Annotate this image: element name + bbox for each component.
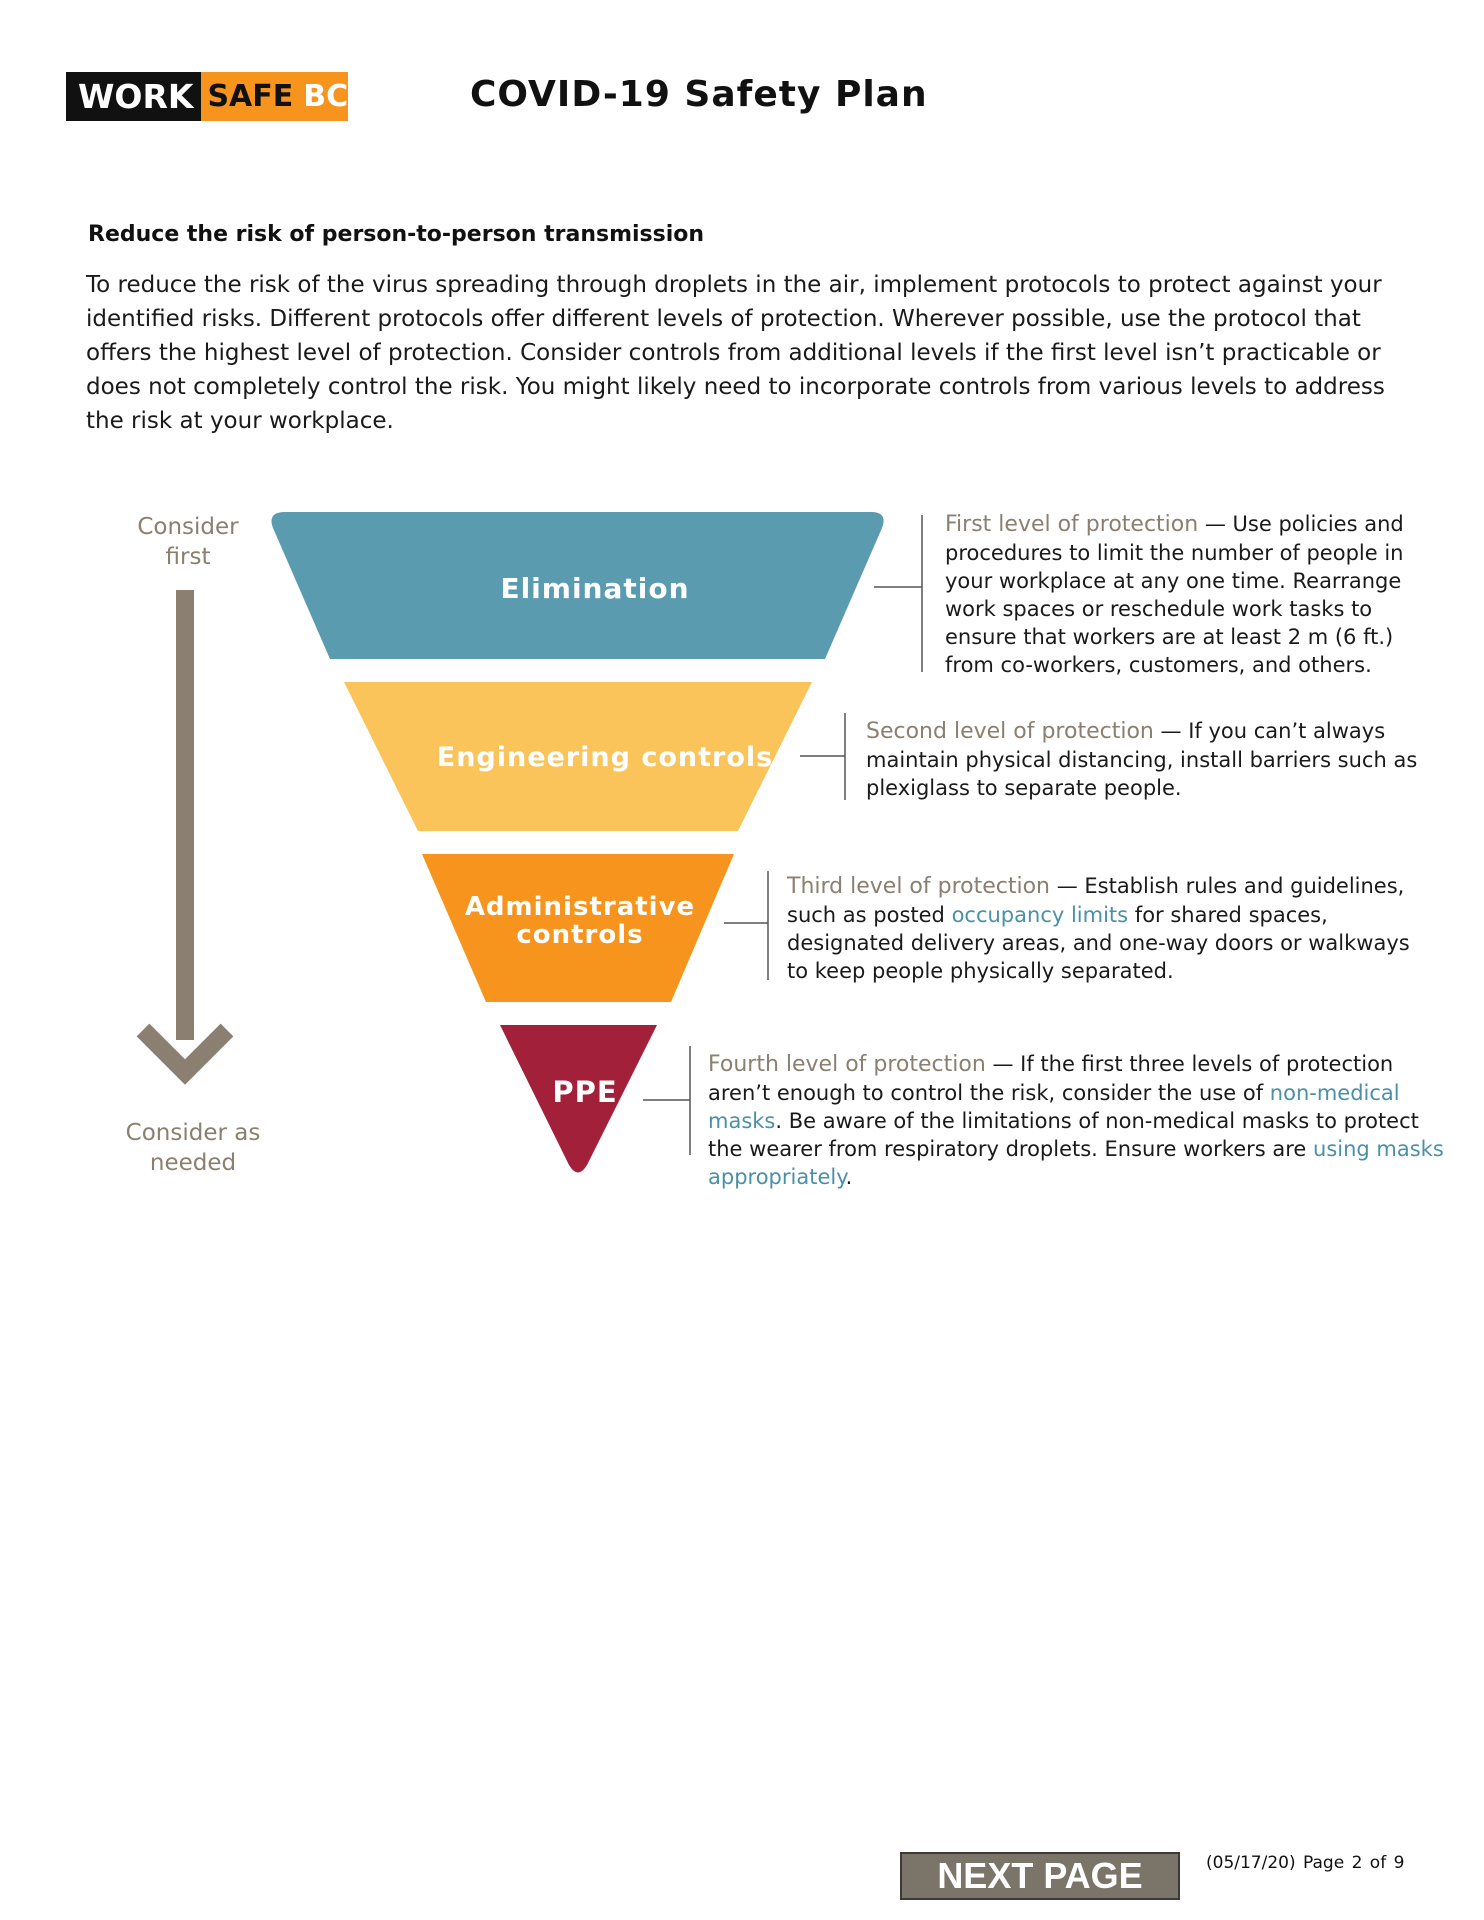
page-info: (05/17/20) Page 2 of 9: [1206, 1853, 1404, 1873]
logo-safebc-block: SAFE BC: [201, 72, 349, 121]
tier-administrative-label: Administrative controls: [464, 892, 696, 950]
first-level-text: Use policies and procedures to limit the…: [945, 512, 1404, 677]
fourth-level-text: If the first three levels of protection …: [708, 1052, 1394, 1105]
fourth-level-heading: Fourth level of protection: [708, 1052, 986, 1077]
third-level-text: Establish rules and guidelines, such as …: [787, 874, 1405, 927]
worksafebc-logo: WORK SAFE BC: [66, 72, 349, 121]
priority-arrow-shaft: [176, 590, 194, 1040]
document-title: COVID-19 Safety Plan: [470, 74, 928, 115]
tier-ppe-label: PPE: [552, 1075, 618, 1109]
fourth-level-description: Fourth level of protection — If the firs…: [708, 1052, 1444, 1189]
revision-date: (05/17/20): [1206, 1853, 1296, 1873]
fourth-level-text-end: .: [845, 1165, 853, 1189]
intro-paragraph: To reduce the risk of the virus spreadin…: [86, 272, 1385, 434]
second-level-text: If you can’t always maintain physical di…: [866, 719, 1418, 800]
third-level-description: Third level of protection — Establish ru…: [787, 874, 1410, 983]
tier-elimination-shape: [271, 512, 884, 659]
consider-first-label: Consider first: [137, 514, 239, 570]
page-number: Page 2 of 9: [1303, 1853, 1405, 1873]
second-level-description: Second level of protection — If you can’…: [866, 719, 1418, 800]
tier-engineering-shape: [344, 682, 812, 831]
next-page-button[interactable]: NEXT PAGE: [900, 1852, 1180, 1900]
consider-as-needed-label: Consider as needed: [125, 1120, 261, 1176]
logo-safe-text: SAFE: [207, 79, 294, 114]
first-level-heading: First level of protection: [945, 512, 1199, 537]
section-heading: Reduce the risk of person-to-person tran…: [88, 222, 705, 247]
using-masks-appropriately-link[interactable]: using masks appropriately: [708, 1137, 1444, 1189]
tier-elimination-label: Elimination: [500, 572, 690, 605]
non-medical-masks-link[interactable]: non-medical masks: [708, 1081, 1400, 1133]
occupancy-limits-link[interactable]: occupancy limits: [951, 903, 1129, 927]
third-level-text-cont: for shared spaces, designated delivery a…: [787, 903, 1410, 983]
tier-engineering-label: Engineering controls: [436, 742, 774, 773]
logo-work-text: WORK: [78, 77, 194, 116]
fourth-level-text-mid: . Be aware of the limitations of non-med…: [708, 1109, 1419, 1161]
first-level-description: First level of protection — Use policies…: [945, 512, 1404, 677]
tier-ppe-shape: [500, 1025, 657, 1173]
second-level-heading: Second level of protection: [866, 719, 1154, 744]
tier-administrative-shape: [422, 854, 734, 1002]
third-level-heading: Third level of protection: [787, 874, 1051, 899]
priority-arrow-head: [136, 1023, 234, 1085]
logo-bc-text: BC: [303, 79, 349, 114]
